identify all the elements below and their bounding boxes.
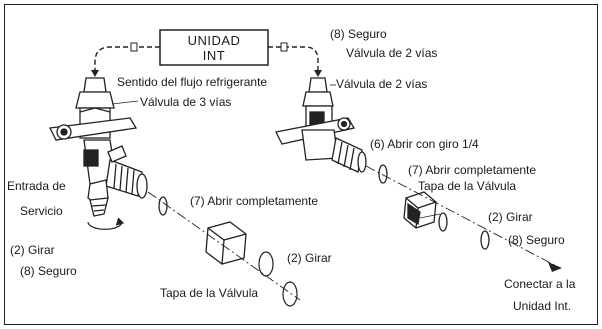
label-flow-direction: Sentido del flujo refrigerante [117,75,267,89]
label-open-full-left: (7) Abrir completamente [190,194,318,208]
label-girar-center: (2) Girar [287,251,332,265]
flow-arrows [91,70,322,77]
rotation-arrow-service [87,217,125,230]
indoor-unit-box: UNIDAD INT [159,29,269,66]
valve-cap-right [403,191,437,229]
label-connect-2: Unidad Int. [513,299,571,313]
indoor-unit-line2: INT [203,48,225,63]
label-seguro-right: (8) Seguro [508,233,565,247]
diagram-frame [4,4,598,325]
line-couplers [130,42,288,52]
label-valve3: Válvula de 3 vías [140,95,231,109]
three-way-valve [49,77,148,217]
two-way-valve [275,77,367,173]
label-seguro-left: (8) Seguro [20,264,77,278]
indoor-unit-line1: UNIDAD [188,33,241,48]
label-seguro-top: (8) Seguro [330,27,387,41]
label-service-2: Servicio [20,204,63,218]
label-girar-left: (2) Girar [10,243,55,257]
label-valve2-top: Válvula de 2 vías [346,46,437,60]
center-axis-lines [147,165,561,301]
label-valve2-mid: Válvula de 2 vías [336,77,427,91]
connect-arrow [548,262,562,272]
label-cap-right: Tapa de la Válvula [418,179,516,193]
label-open-quarter: (6) Abrir con giro 1/4 [370,137,479,151]
label-open-full-right: (7) Abrir completamente [408,163,536,177]
label-service-1: Entrada de [7,179,66,193]
valve-cap-center [205,221,247,265]
label-cap-center: Tapa de la Válvula [160,286,258,300]
label-girar-right: (2) Girar [488,210,533,224]
label-connect-1: Conectar a la [504,277,576,291]
refrigerant-lines [94,46,319,72]
leader-lines [111,84,441,219]
